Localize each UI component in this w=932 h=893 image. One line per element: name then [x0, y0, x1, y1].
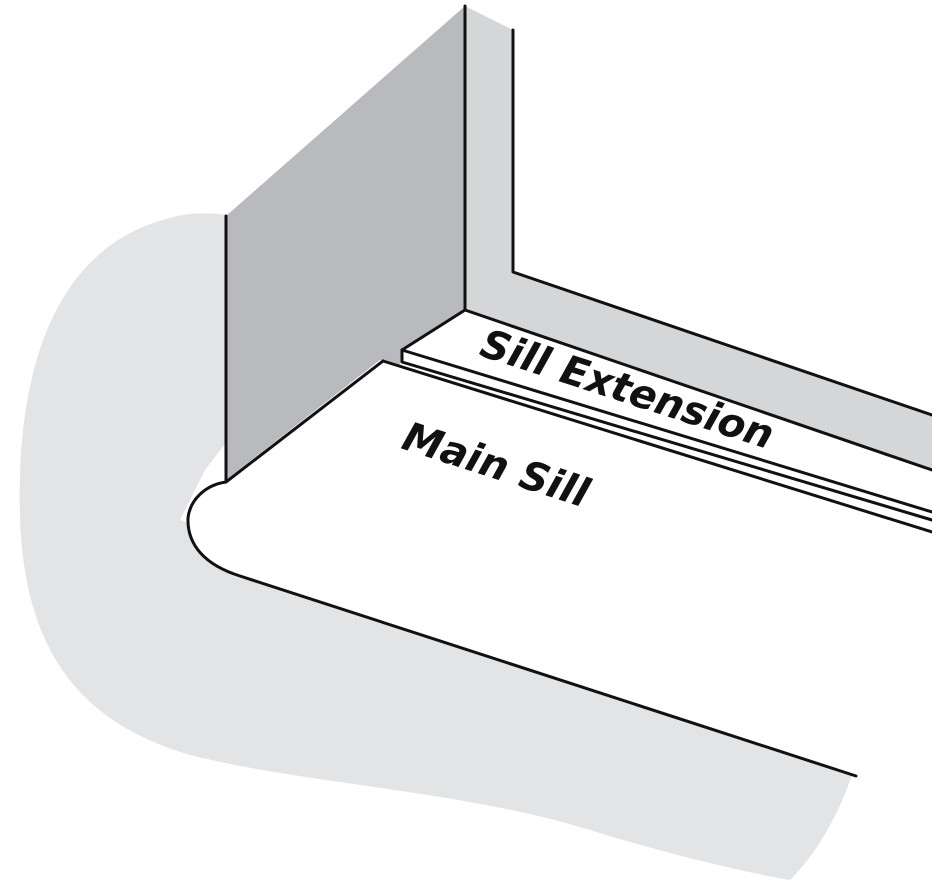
jamb-edge [511, 28, 932, 417]
diagram-outlines [186, 4, 932, 778]
main-sill-nose-edge [186, 359, 858, 778]
main-sill-back-edge [381, 359, 932, 534]
main-sill-piece [187, 360, 932, 893]
left-wall [226, 6, 465, 480]
extension-back-edge [463, 308, 932, 472]
extension-step-edge [400, 348, 932, 514]
sill-extension-piece [402, 310, 932, 516]
extension-front-edge [400, 348, 932, 522]
extension-end-edge [400, 308, 467, 352]
